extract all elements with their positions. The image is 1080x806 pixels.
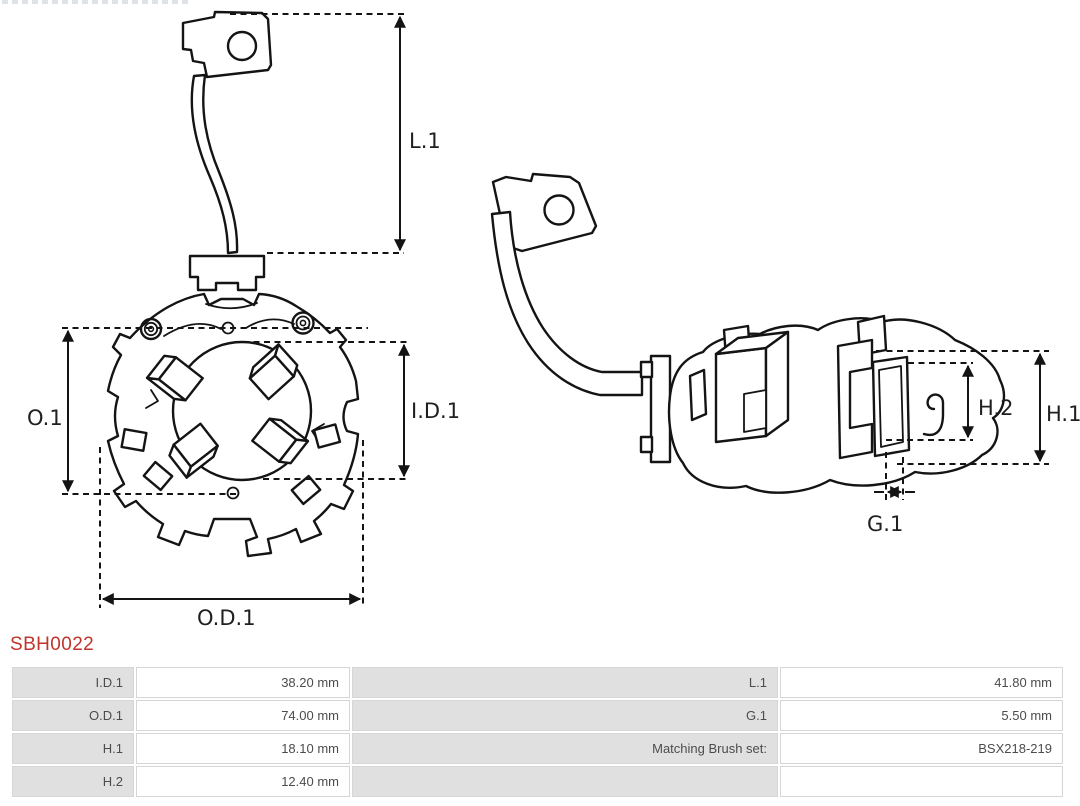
side-view-dimensions: [874, 350, 1049, 500]
lead-wire: [190, 73, 239, 255]
spec-label: O.D.1: [12, 700, 134, 731]
spec-label: [352, 766, 778, 797]
terminal-hole-side: [543, 194, 575, 226]
specs-table: I.D.1 38.20 mm L.1 41.80 mm O.D.1 74.00 …: [10, 665, 1065, 799]
part-number: SBH0022: [10, 634, 95, 655]
spec-value: 38.20 mm: [136, 667, 350, 698]
side-view: H.2 H.1 G.1: [490, 172, 1080, 536]
technical-drawing: L.1 O.1 I.D.1 O.D.1: [27, 10, 1080, 630]
brush-box-upper-left: [145, 354, 204, 402]
spec-label: L.1: [352, 667, 778, 698]
dim-label-l1: L.1: [409, 129, 441, 153]
brush-box-upper-right: [248, 343, 299, 401]
spec-label: H.1: [12, 733, 134, 764]
screw-eyelet-right: [291, 311, 315, 335]
side-view-part: [490, 172, 1006, 494]
dim-label-h1: H.1: [1046, 402, 1080, 426]
spec-label: I.D.1: [12, 667, 134, 698]
spec-label: H.2: [12, 766, 134, 797]
specs-row: H.2 12.40 mm: [12, 766, 1063, 797]
front-view-dimensions: [62, 13, 410, 608]
specs-row: H.1 18.10 mm Matching Brush set: BSX218-…: [12, 733, 1063, 764]
connector-block: [188, 254, 266, 292]
front-view: L.1 O.1 I.D.1 O.D.1: [27, 10, 460, 630]
brush-box-lower-right: [251, 417, 310, 465]
lead-wire-side: [490, 210, 644, 397]
specs-row: I.D.1 38.20 mm L.1 41.80 mm: [12, 667, 1063, 698]
spring-hook: [922, 393, 945, 437]
bracket: [649, 354, 672, 464]
dim-label-h2: H.2: [978, 396, 1013, 420]
terminal-hole: [226, 30, 258, 62]
front-view-part: [106, 10, 360, 558]
spring-clips: [120, 423, 342, 506]
dim-label-o1: O.1: [27, 406, 63, 430]
dim-label-od1: O.D.1: [197, 606, 256, 630]
top-edge-artifact: [2, 0, 190, 4]
pilot-hole-bottom: [226, 486, 240, 500]
spec-value: 41.80 mm: [780, 667, 1063, 698]
spec-value: 74.00 mm: [136, 700, 350, 731]
brush-box-side-right: [836, 314, 945, 460]
specs-row: O.D.1 74.00 mm G.1 5.50 mm: [12, 700, 1063, 731]
spec-value: 12.40 mm: [136, 766, 350, 797]
dim-label-g1: G.1: [867, 512, 903, 536]
brush-window-inner: [878, 365, 904, 448]
brush-box-lower-left: [168, 422, 219, 479]
inner-bore: [171, 340, 313, 482]
spec-label: G.1: [352, 700, 778, 731]
dim-label-id1: I.D.1: [411, 399, 460, 423]
spec-value: 5.50 mm: [780, 700, 1063, 731]
spec-value: 18.10 mm: [136, 733, 350, 764]
brush-box-side-left: [688, 324, 790, 444]
spec-label: Matching Brush set:: [352, 733, 778, 764]
spec-value: [780, 766, 1063, 797]
spec-value: BSX218-219: [780, 733, 1063, 764]
